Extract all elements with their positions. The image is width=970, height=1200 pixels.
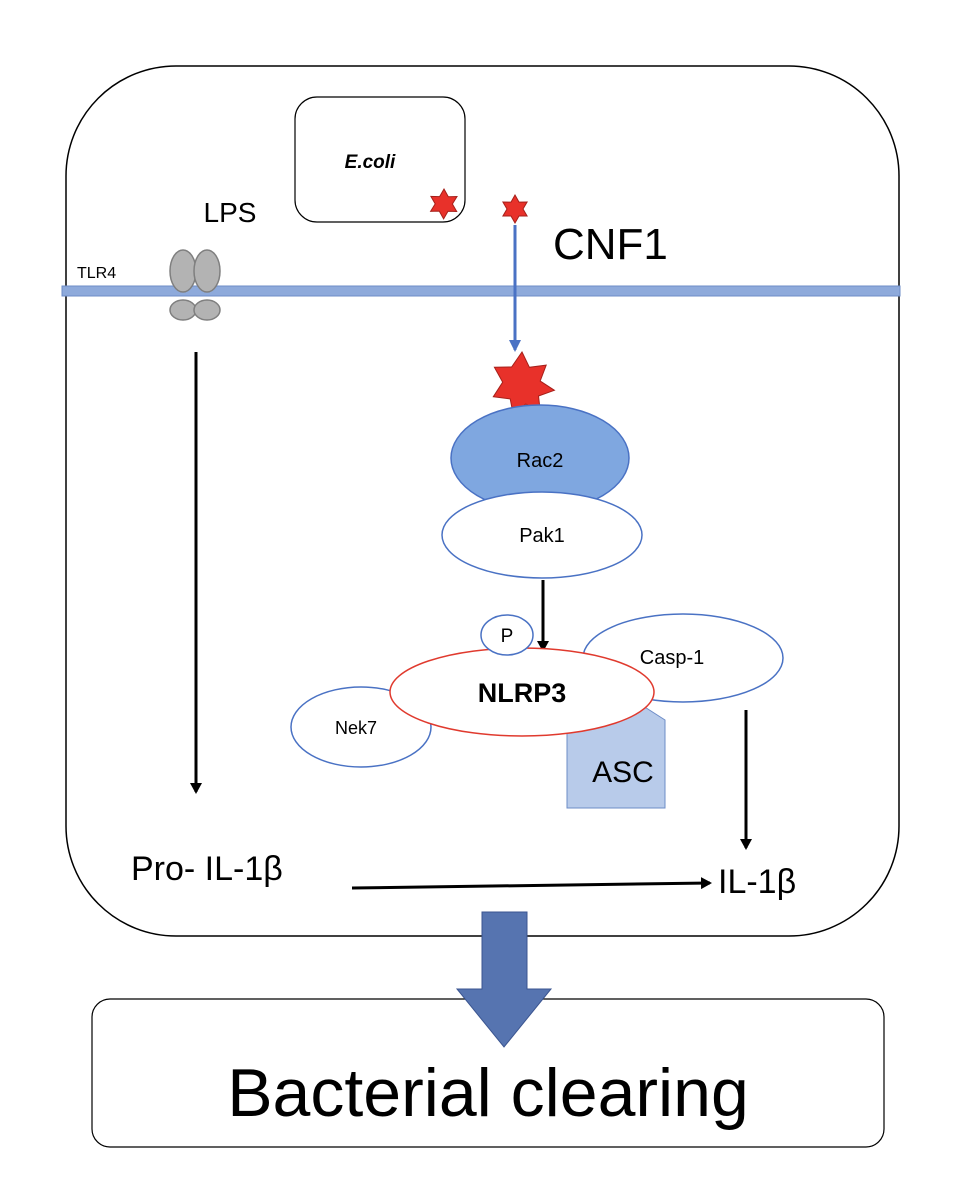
nek7-protein — [290, 686, 432, 768]
outcome-arrow — [455, 911, 553, 1048]
phosphate-label: P — [501, 626, 514, 647]
ecoli-box — [294, 96, 466, 223]
nlrp3-label: NLRP3 — [478, 678, 567, 708]
pro-il1b-label: Pro- IL-1β — [131, 850, 283, 888]
tlr4-receptor-icon — [169, 249, 221, 321]
asc-label: ASC — [592, 756, 654, 789]
cnf1-star-icon — [502, 193, 528, 225]
outcome-label: Bacterial clearing — [227, 1055, 749, 1131]
ecoli-label: E.coli — [345, 152, 396, 173]
pak1-label: Pak1 — [519, 525, 565, 547]
nek7-label: Nek7 — [335, 718, 377, 738]
cnf1-star-icon — [429, 187, 458, 220]
rac2-label: Rac2 — [517, 450, 564, 472]
pak1-protein — [441, 491, 643, 579]
processing-arrow — [351, 877, 712, 890]
cnf1-bound-star-icon — [492, 351, 556, 417]
cnf1-label: CNF1 — [553, 220, 668, 269]
tlr4-label: TLR4 — [77, 265, 116, 282]
il1b-label: IL-1β — [718, 863, 796, 901]
lps-label: LPS — [204, 197, 257, 228]
casp1-label: Casp-1 — [640, 647, 704, 669]
cell-membrane — [61, 285, 901, 297]
phosphate-group — [480, 614, 534, 656]
